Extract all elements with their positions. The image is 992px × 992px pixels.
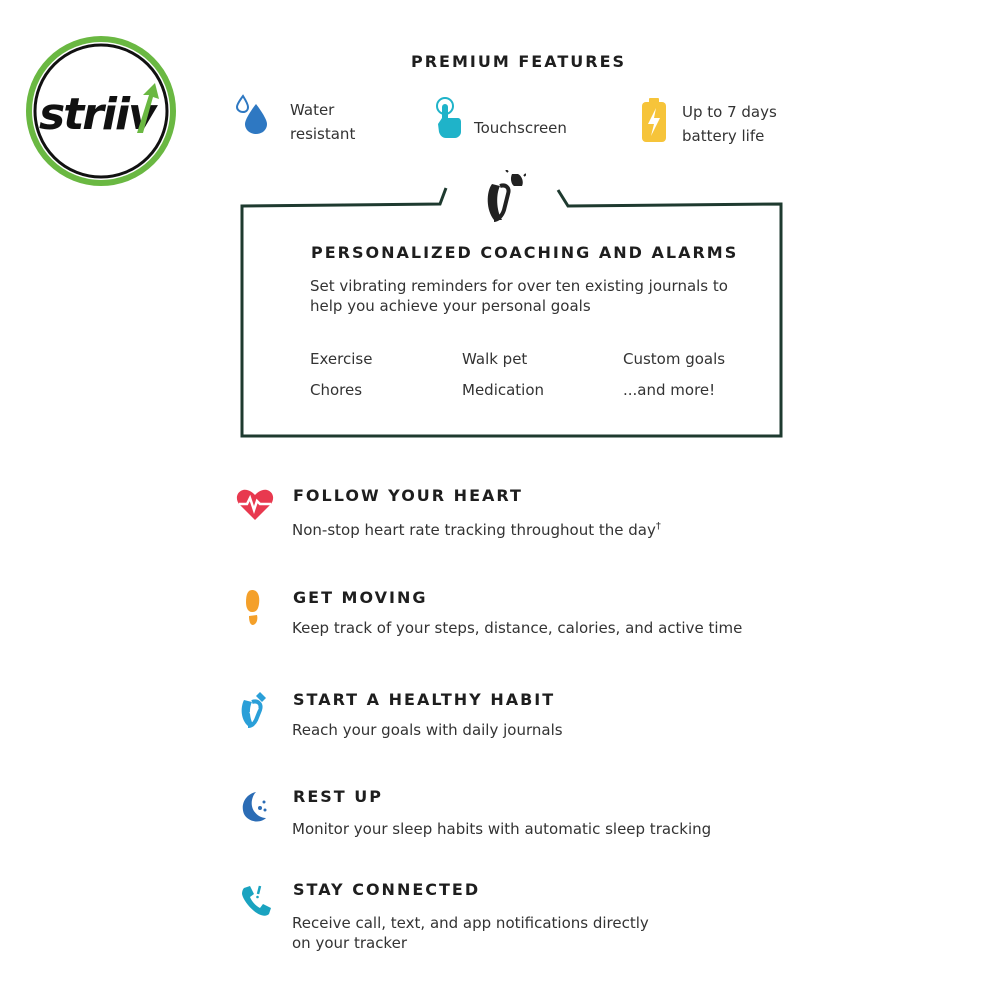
feature-water-line2: resistant <box>290 125 356 143</box>
dagger-mark: † <box>655 521 661 532</box>
journal-chores: Chores <box>310 381 363 399</box>
journal-walk-pet: Walk pet <box>462 350 528 368</box>
tracker-alarm-icon <box>484 169 527 224</box>
section-habit-desc: Reach your goals with daily journals <box>292 721 563 739</box>
section-habit-title: START A HEALTHY HABIT <box>293 690 556 709</box>
phone-notification-icon <box>238 882 278 922</box>
feature-battery-line1: Up to 7 days <box>682 103 777 121</box>
coaching-title: PERSONALIZED COACHING AND ALARMS <box>311 243 739 262</box>
journal-and-more: ...and more! <box>623 381 716 399</box>
section-connected-desc-line2: on your tracker <box>292 934 407 952</box>
section-rest-title: REST UP <box>293 787 383 806</box>
feature-battery-line2: battery life <box>682 127 765 145</box>
section-connected-title: STAY CONNECTED <box>293 880 481 899</box>
feature-touchscreen: Touchscreen <box>474 119 567 137</box>
feature-water-line1: Water <box>290 101 335 119</box>
section-moving-desc: Keep track of your steps, distance, calo… <box>292 619 743 637</box>
section-heart-title: FOLLOW YOUR HEART <box>293 486 523 505</box>
journal-medication: Medication <box>462 381 545 399</box>
coaching-frame <box>240 160 785 440</box>
striiv-logo: striiv <box>25 35 177 187</box>
premium-features-title: PREMIUM FEATURES <box>411 52 627 71</box>
section-rest-desc: Monitor your sleep habits with automatic… <box>292 820 712 838</box>
section-heart-desc: Non-stop heart rate tracking throughout … <box>292 521 661 539</box>
journal-exercise: Exercise <box>310 350 373 368</box>
coaching-description: Set vibrating reminders for over ten exi… <box>310 277 728 315</box>
tracker-habit-icon <box>238 690 278 730</box>
heart-rate-icon <box>235 484 275 524</box>
footprint-icon <box>240 588 280 628</box>
touch-hand-icon <box>430 96 470 140</box>
water-drop-icon <box>234 94 274 138</box>
section-connected-desc-line1: Receive call, text, and app notification… <box>292 914 649 932</box>
moon-stars-icon <box>238 788 278 828</box>
battery-icon <box>638 98 678 142</box>
section-moving-title: GET MOVING <box>293 588 428 607</box>
journal-custom-goals: Custom goals <box>623 350 726 368</box>
